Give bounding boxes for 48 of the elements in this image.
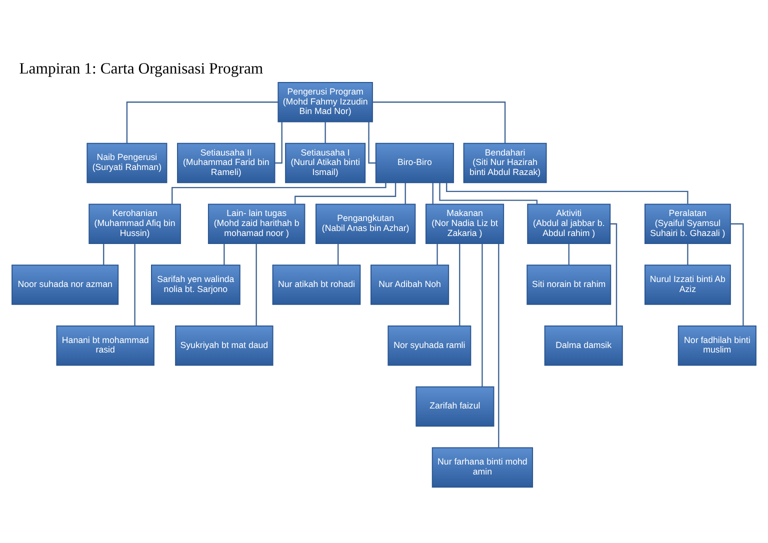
node-box: Setiausaha I (Nurul Atikah binti Ismail) — [285, 142, 366, 183]
connector — [256, 243, 257, 326]
node-box: Lain- lain tugas (Mohd zaid harithah b mohamad noor ) — [208, 203, 306, 244]
connector — [372, 101, 506, 143]
connector — [436, 243, 438, 264]
connector — [687, 243, 688, 264]
node-box: Bendahari (Siti Nur Hazirah binti Abdul Razak) — [463, 142, 547, 183]
connector — [459, 243, 460, 326]
connector — [482, 243, 483, 386]
node-box: Pengerusi Program (Mohd Fahmy Izzudin Bin Mad Nor) — [278, 81, 373, 122]
diagram-title: Lampiran 1: Carta Organisasi Program — [19, 60, 264, 77]
node-box: Nur farhana binti mohd amin — [432, 446, 534, 488]
connector — [439, 182, 538, 204]
node-box: Biro-Biro — [375, 142, 454, 183]
connector — [126, 101, 278, 143]
node-box: Nur atikah bt rohadi — [272, 264, 361, 304]
node-box: Kerohanian (Muhammad Afiq bin Hussin) — [88, 203, 181, 244]
node-box: Dalma damsik — [544, 325, 623, 366]
node-box: Syukriyah bt mat daud — [175, 325, 274, 366]
connector — [368, 122, 376, 164]
node-box: Setiausaha II (Muhammad Farid bin Rameli) — [177, 142, 276, 183]
connector — [338, 243, 339, 264]
node-box: Aktiviti (Abdul al jabbar b. Abdul rahim ) — [527, 203, 611, 244]
node-box: Noor suhada nor azman — [12, 264, 119, 304]
node-box: Naib Pengerusi (Suryati Rahman) — [86, 142, 168, 183]
connector — [324, 122, 326, 143]
node-box: Zarifah faizul — [416, 386, 494, 426]
node-box: Peralatan (Syaiful Syamsul Suhairi b. Ghazali ) — [644, 203, 731, 244]
node-box: Sarifah yen walinda nolia bt. Sarjono — [151, 264, 240, 304]
connector — [498, 243, 500, 448]
connector — [224, 243, 225, 264]
node-box: Nor syuhada ramli — [388, 325, 472, 366]
node-box: Nur Adibah Noh — [370, 264, 450, 304]
connector — [172, 182, 386, 204]
node-box: Makanan (Nor Nadia Liz bt Zakaria ) — [426, 203, 504, 244]
connector — [103, 243, 104, 264]
node-box: Pengangkutan (Nabil Anas bin Azhar) — [316, 203, 416, 244]
connector — [275, 122, 282, 164]
connector — [432, 182, 434, 204]
node-box: Nurul Izzati binti Ab Aziz — [644, 264, 731, 304]
connector — [568, 243, 570, 264]
node-box: Nor fadhilah binti muslim — [678, 325, 756, 366]
connector — [294, 182, 396, 204]
connector — [134, 243, 136, 326]
connector — [404, 182, 406, 204]
connector — [610, 222, 618, 326]
node-box: Siti norain bt rahim — [526, 264, 612, 304]
node-box: Hanani bt mohammad rasid — [56, 325, 154, 366]
